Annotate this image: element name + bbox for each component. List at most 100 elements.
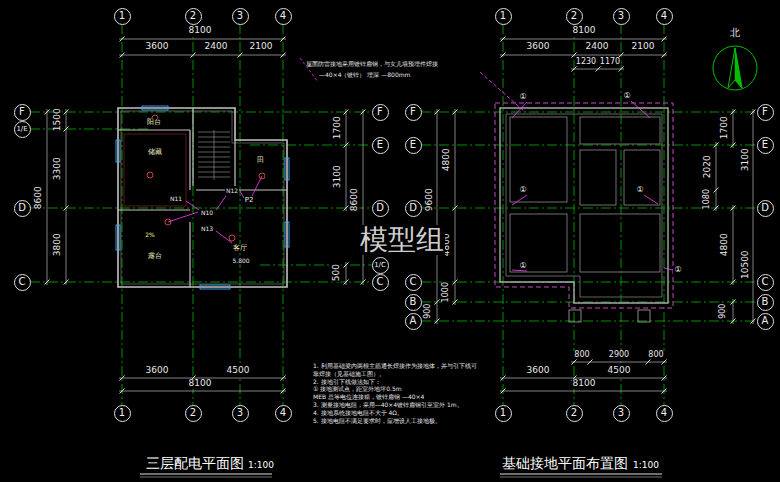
- room-name: 储藏: [148, 149, 162, 156]
- dimension-line: [47, 109, 48, 285]
- axis-bubble: D: [14, 200, 31, 217]
- dimension-line: [500, 39, 667, 40]
- dimension-text: 1170: [599, 58, 621, 66]
- dimension-tick: [646, 360, 651, 365]
- axis-line: [421, 112, 757, 113]
- axis-id: 1: [500, 408, 506, 418]
- ground-lead: [664, 268, 673, 270]
- dimension-tick: [731, 319, 736, 324]
- drawing-layer: [30, 24, 757, 477]
- dimension-tick: [731, 280, 736, 285]
- dimension-tick: [120, 389, 125, 394]
- axis-bubble: F: [372, 104, 389, 121]
- dimension-text: 3600: [145, 42, 170, 51]
- dimension-text: 3600: [526, 42, 551, 51]
- stair-line: [214, 130, 215, 180]
- room-label-box: 阳台: [145, 118, 163, 127]
- dimension-tick: [435, 300, 440, 305]
- wall: [196, 189, 287, 190]
- window-symbol: [200, 285, 230, 289]
- axis-id: 1/E: [16, 126, 27, 133]
- dimension-line: [437, 109, 438, 324]
- dimension-tick: [281, 389, 286, 394]
- dimension-tick: [751, 110, 756, 115]
- foundation-outline: [506, 114, 662, 297]
- axis-id: 2: [190, 408, 196, 418]
- room-label-box: 客厅: [231, 244, 249, 253]
- dimension-tick: [662, 37, 667, 42]
- dimension-text: 800: [647, 351, 664, 359]
- axis-id: 2: [571, 11, 577, 21]
- dimension-tick: [662, 389, 667, 394]
- dimension-tick: [619, 53, 624, 58]
- dimension-tick: [596, 67, 601, 72]
- dimension-text: 2400: [204, 42, 229, 51]
- dimension-tick: [731, 300, 736, 305]
- window-symbol: [116, 140, 120, 162]
- scale-text: 1:100: [247, 461, 275, 470]
- axis-bubble: F: [405, 104, 422, 121]
- circuit-label: N11: [169, 196, 183, 202]
- dimension-text: 1700: [332, 116, 341, 141]
- axis-id: 4: [661, 11, 667, 21]
- room-name: 客厅: [233, 245, 247, 252]
- axis-bubble: 1/E: [14, 121, 31, 138]
- axis-id: 3: [618, 11, 624, 21]
- step-block: [638, 310, 650, 322]
- dimension-text: 2100: [631, 42, 656, 51]
- axis-id: C: [762, 277, 769, 287]
- north-arrow: [728, 48, 742, 88]
- circuit-label: N13: [200, 226, 214, 232]
- axis-bubble: E: [757, 137, 774, 154]
- axis-bubble: 4: [275, 8, 292, 25]
- dimension-tick: [435, 110, 440, 115]
- dimension-line: [716, 142, 717, 211]
- dimension-tick: [731, 206, 736, 211]
- dimension-tick: [453, 280, 458, 285]
- dimension-tick: [64, 127, 69, 132]
- axis-bubble: 1: [495, 8, 512, 25]
- dimension-tick: [501, 37, 506, 42]
- wall: [118, 129, 190, 130]
- room-label-box: 田: [255, 156, 266, 165]
- note-text: —40×4（镀锌） 埋深 —800mm: [318, 72, 411, 78]
- axis-bubble: C: [757, 274, 774, 291]
- axis-id: C: [410, 277, 417, 287]
- ground-callout: ①: [518, 262, 527, 270]
- dimension-tick: [281, 53, 286, 58]
- wire: [216, 231, 232, 243]
- dimension-text: 2020: [702, 155, 711, 180]
- dimension-tick: [344, 110, 349, 115]
- dimension-line: [571, 362, 667, 363]
- watermark: 模型组: [359, 225, 445, 254]
- axis-line: [503, 24, 504, 405]
- axis-line: [193, 24, 194, 405]
- dimension-text: 900: [425, 302, 433, 319]
- circuit-label: P2: [244, 197, 255, 204]
- lamp-symbol: [229, 235, 235, 241]
- ground-callout: ①: [622, 92, 631, 100]
- notes-block: 1. 利用基础梁内两根主筋通长焊接作为接地体，并与引下线可靠焊接（见基础施工图）…: [312, 362, 478, 424]
- note-text: 屋面防雷接地采用镀锌扁钢，与女儿墙预埋件焊接: [305, 61, 439, 67]
- dimension-text: 9600: [424, 188, 433, 213]
- lamp-symbol: [259, 173, 265, 179]
- wire: [168, 212, 198, 222]
- note-text: 4. 接地系统接地电阻不大于 4Ω。: [312, 409, 478, 417]
- axis-bubble: 4: [275, 405, 292, 422]
- axis-id: 3: [237, 11, 243, 21]
- title-underline: [500, 477, 662, 478]
- axis-bubble: C: [14, 274, 31, 291]
- lamp-symbol: [165, 219, 171, 225]
- dimension-tick: [731, 110, 736, 115]
- axis-id: F: [762, 107, 768, 117]
- axis-bubble: F: [14, 104, 31, 121]
- room-label-box: 露台: [146, 252, 164, 261]
- dimension-tick: [191, 53, 196, 58]
- dimension-tick: [572, 360, 577, 365]
- axis-bubble: 4: [656, 8, 673, 25]
- axis-bubble: 1: [495, 405, 512, 422]
- circuit-label: 2%: [144, 232, 156, 238]
- axis-id: 2: [571, 408, 577, 418]
- wall: [189, 130, 190, 190]
- axis-bubble: C: [405, 274, 422, 291]
